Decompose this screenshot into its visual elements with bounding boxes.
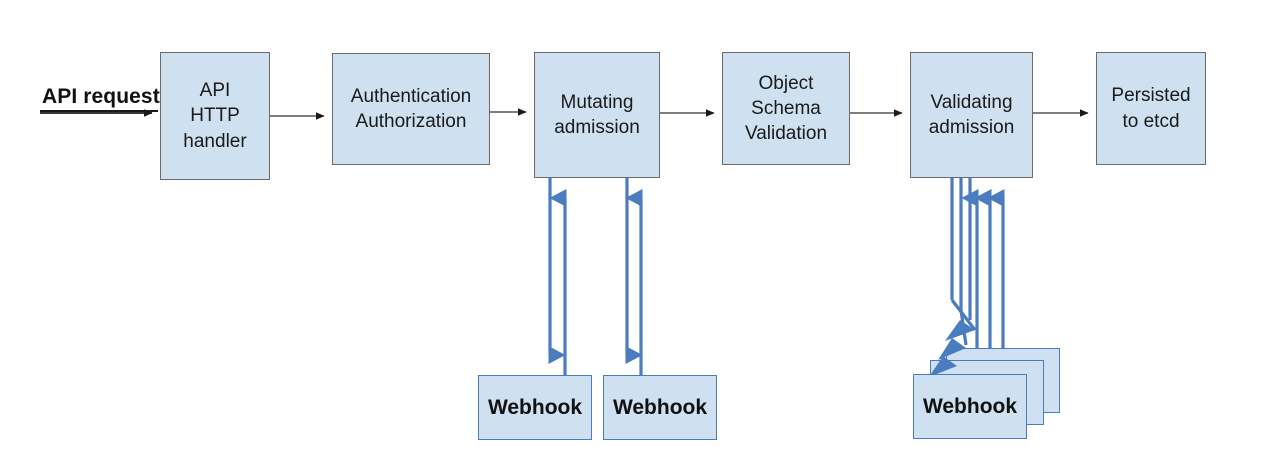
node-authn-authz-label: Authentication Authorization: [350, 85, 472, 132]
call-validating-1: [961, 178, 979, 374]
node-mutating-admission-label: Mutating admission: [554, 91, 640, 138]
node-persisted-to-etcd-label: Persisted to etcd: [1111, 85, 1191, 132]
fanout-arrowhead-2: [938, 338, 966, 360]
node-validating-admission-label: Validating admission: [928, 91, 1015, 138]
webhook-mutating-1-label: Webhook: [487, 395, 583, 419]
node-api-http-handler[interactable]: API HTTP handler: [160, 52, 270, 180]
node-api-http-handler-label: API HTTP handler: [183, 80, 247, 152]
api-request-underline: [40, 110, 158, 112]
call-mutating-2: [625, 178, 643, 375]
node-object-schema-validation[interactable]: Object Schema Validation: [722, 52, 850, 165]
node-authn-authz[interactable]: Authentication Authorization: [332, 53, 490, 165]
call-mutating-1: [548, 178, 567, 375]
api-request-label: API request: [42, 85, 160, 108]
webhook-mutating-1[interactable]: Webhook: [478, 375, 592, 440]
call-validating-3: [950, 178, 1005, 374]
node-persisted-to-etcd[interactable]: Persisted to etcd: [1096, 52, 1206, 165]
node-mutating-admission[interactable]: Mutating admission: [534, 52, 660, 178]
fanout-arrowhead-1: [929, 356, 957, 377]
webhook-mutating-2-label: Webhook: [612, 395, 708, 419]
node-validating-admission[interactable]: Validating admission: [910, 52, 1033, 178]
webhook-validating-1[interactable]: Webhook: [913, 374, 1027, 439]
webhook-mutating-2[interactable]: Webhook: [603, 375, 717, 440]
node-object-schema-validation-label: Object Schema Validation: [744, 72, 828, 145]
fanout-arrowhead-3: [945, 320, 975, 341]
webhook-validating-1-label: Webhook: [922, 394, 1018, 418]
